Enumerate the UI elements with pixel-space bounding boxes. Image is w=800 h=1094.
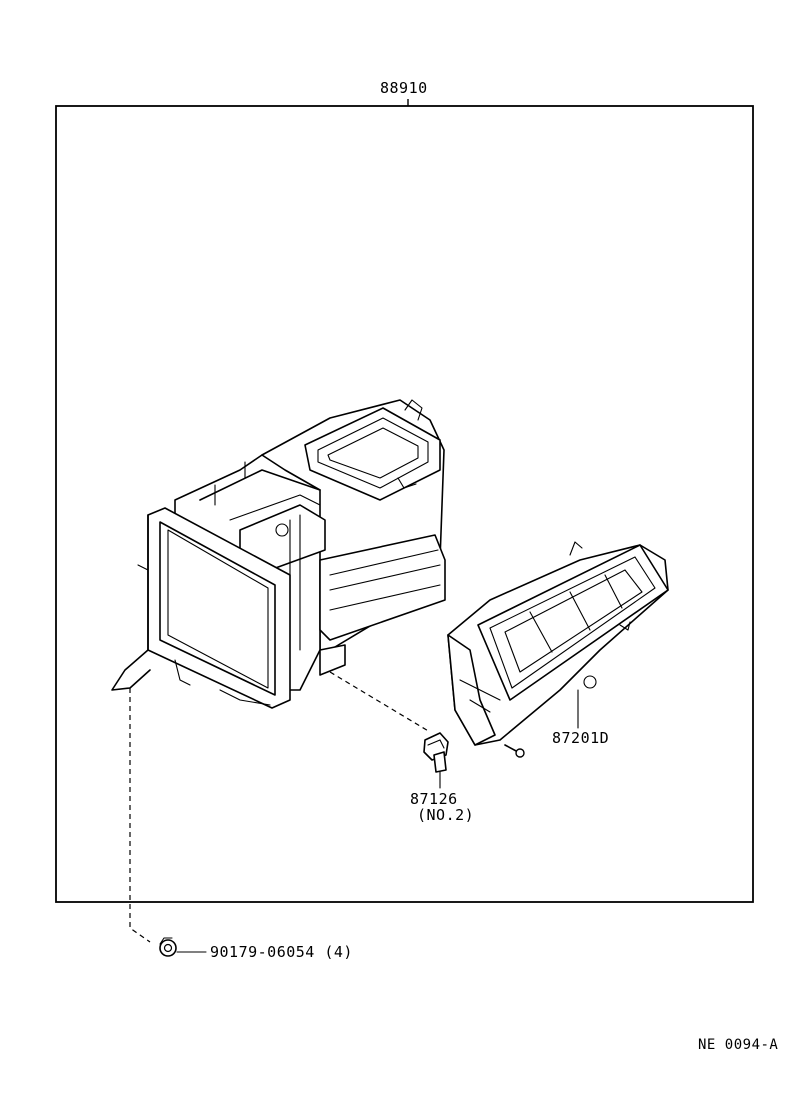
blower-duct-87201D	[447, 541, 669, 746]
assembly-part-number-label: 88910	[380, 79, 428, 97]
part-87201D-label: 87201D	[552, 729, 610, 747]
part-87126-note-label: (NO.2)	[417, 806, 475, 824]
nut-icon	[159, 937, 177, 957]
dashed-leader-clip	[329, 671, 431, 733]
assembly-frame	[55, 105, 754, 903]
part-87126-label: 87126	[410, 790, 458, 808]
clip-87126	[423, 732, 449, 773]
figure-code-label: NE 0094-A	[698, 1037, 779, 1053]
screw-icon	[504, 744, 525, 758]
housing-front-frame	[111, 507, 291, 709]
part-90179-label: 90179-06054 (4)	[210, 943, 353, 961]
dashed-leader-fastener	[129, 688, 151, 943]
